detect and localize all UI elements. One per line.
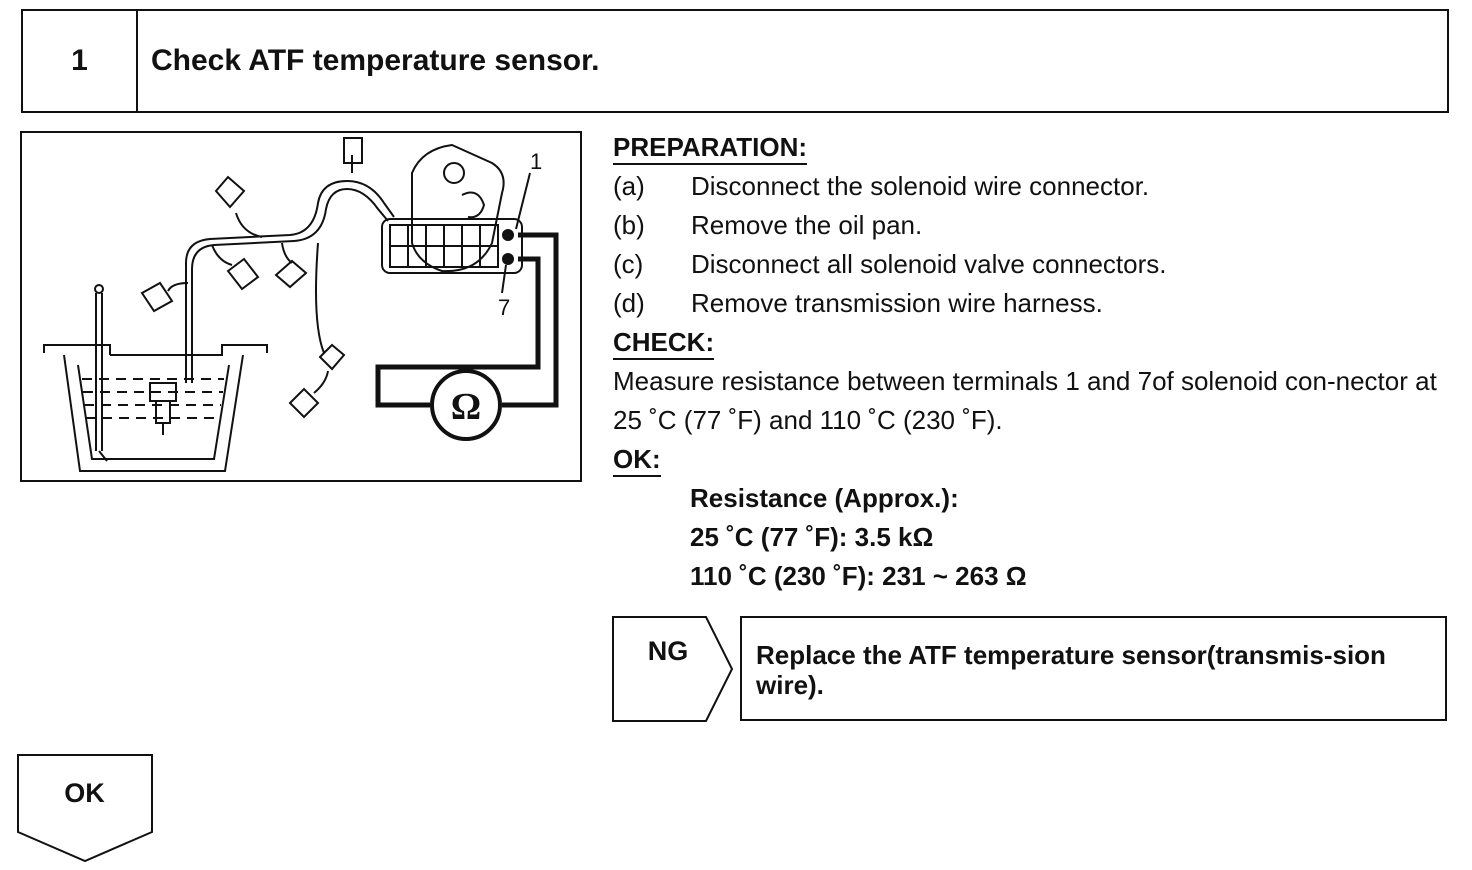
list-item-letter: (d) xyxy=(613,288,645,318)
list-item-text: Remove transmission wire harness. xyxy=(691,288,1103,318)
ok-flow-label: OK xyxy=(64,778,105,808)
wiring-diagram: 1 7 Ω xyxy=(43,137,559,472)
list-item-text: Remove the oil pan. xyxy=(691,210,923,240)
connector-c xyxy=(140,281,174,313)
list-item-text: Disconnect the solenoid wire connector. xyxy=(691,171,1150,201)
preparation-heading: PREPARATION: xyxy=(613,131,808,165)
ohm-icon: Ω xyxy=(451,386,481,428)
solenoid-connector xyxy=(381,218,523,274)
ok-arrow-shape xyxy=(17,754,153,863)
valve-bracket xyxy=(411,143,505,273)
sensor-test-illustration: 1 7 Ω xyxy=(20,131,582,482)
list-item-text: Disconnect all solenoid valve connectors… xyxy=(691,249,1167,279)
connector-g xyxy=(288,387,320,419)
list-item-letter: (c) xyxy=(613,249,644,279)
step-number: 1 xyxy=(23,11,138,111)
ng-label: NG xyxy=(647,636,689,666)
spec-title: Resistance (Approx.): xyxy=(690,483,959,513)
list-item: (b) Remove the oil pan. xyxy=(613,206,1453,245)
step-title: Check ATF temperature sensor. xyxy=(151,44,600,77)
connector-a xyxy=(214,175,246,209)
ohmmeter xyxy=(430,369,502,441)
connector-b xyxy=(343,137,363,173)
container-left-lip xyxy=(43,344,111,355)
ng-action-box: Replace the ATF temperature sensor(trans… xyxy=(740,616,1447,721)
ng-arrow-shape xyxy=(612,616,734,722)
container-inner-wall xyxy=(77,364,230,460)
step-header: 1 Check ATF temperature sensor. xyxy=(21,9,1449,113)
list-item-letter: (b) xyxy=(613,210,645,240)
spec-line-2: 110 ˚C (230 ˚F): 231 ~ 263 Ω xyxy=(690,561,1027,591)
check-heading: CHECK: xyxy=(613,326,715,360)
list-item-letter: (a) xyxy=(613,171,645,201)
list-item: (d) Remove transmission wire harness. xyxy=(613,284,1453,323)
connector-e xyxy=(274,259,308,289)
container-outer-wall xyxy=(63,354,244,472)
procedure-text: PREPARATION: (a) Disconnect the solenoid… xyxy=(613,128,1453,596)
connector-f xyxy=(318,343,346,371)
ok-heading: OK: xyxy=(613,443,661,477)
fluid-lines xyxy=(82,378,224,419)
spec-line-1: 25 ˚C (77 ˚F): 3.5 kΩ xyxy=(690,522,934,552)
terminal-1-label: 1 xyxy=(530,149,542,174)
ng-action-text: Replace the ATF temperature sensor(trans… xyxy=(756,640,1386,700)
container-right-lip xyxy=(110,344,268,356)
thermometer xyxy=(95,293,103,451)
terminal-7-label: 7 xyxy=(498,295,510,320)
list-item: (a) Disconnect the solenoid wire connect… xyxy=(613,167,1453,206)
connector-d xyxy=(226,257,260,291)
list-item: (c) Disconnect all solenoid valve connec… xyxy=(613,245,1453,284)
check-text: Measure resistance between terminals 1 a… xyxy=(613,366,1437,435)
